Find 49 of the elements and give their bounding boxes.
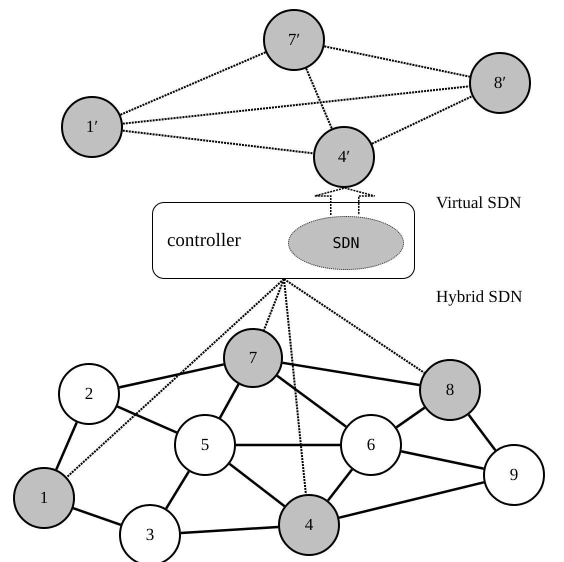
link-line bbox=[276, 374, 347, 428]
node-label: 7′ bbox=[288, 30, 300, 50]
node-label: 8 bbox=[446, 380, 454, 400]
link-line bbox=[468, 414, 496, 451]
link-line bbox=[72, 507, 122, 526]
block-arrow bbox=[314, 187, 376, 216]
node-label: 9 bbox=[510, 465, 518, 485]
node-label: 6 bbox=[366, 435, 376, 455]
link-line bbox=[228, 462, 286, 508]
link-line bbox=[180, 526, 278, 534]
link-line bbox=[165, 470, 190, 510]
link-line bbox=[401, 450, 484, 470]
dotted-link bbox=[263, 278, 285, 330]
network-node-circle bbox=[223, 328, 283, 388]
network-node-circle bbox=[340, 414, 402, 476]
layer-label: Virtual SDN bbox=[436, 193, 522, 213]
dotted-link bbox=[120, 51, 266, 116]
node-label: 1′ bbox=[86, 117, 98, 137]
link-line bbox=[282, 362, 420, 386]
node-label: SDN bbox=[332, 234, 360, 252]
node-label: 4′ bbox=[338, 147, 350, 167]
link-line bbox=[338, 481, 484, 519]
layer-label: Hybrid SDN bbox=[436, 287, 522, 307]
node-label: 3 bbox=[146, 525, 154, 545]
dotted-link bbox=[122, 85, 470, 125]
link-line bbox=[396, 406, 426, 428]
link-line bbox=[119, 363, 224, 389]
node-label: 4 bbox=[304, 515, 314, 535]
node-label: controller bbox=[167, 230, 241, 252]
dotted-link bbox=[372, 95, 472, 145]
network-node-circle bbox=[119, 504, 181, 562]
dotted-link bbox=[324, 45, 470, 78]
node-label: 7 bbox=[248, 348, 258, 368]
controller-box bbox=[152, 202, 415, 279]
link-line bbox=[116, 405, 178, 434]
node-label: 1 bbox=[40, 488, 48, 508]
link-line bbox=[55, 422, 78, 470]
link-line bbox=[327, 468, 353, 502]
dotted-link bbox=[66, 278, 285, 478]
dotted-link bbox=[283, 278, 307, 494]
dotted-link bbox=[122, 130, 314, 154]
link-line bbox=[236, 444, 340, 446]
node-label: 2 bbox=[84, 384, 94, 404]
network-node-circle bbox=[174, 414, 236, 476]
dotted-link bbox=[305, 68, 333, 129]
dotted-link bbox=[283, 278, 425, 374]
node-label: 8′ bbox=[494, 73, 506, 93]
node-label: 5 bbox=[200, 435, 210, 455]
link-line bbox=[218, 384, 240, 418]
